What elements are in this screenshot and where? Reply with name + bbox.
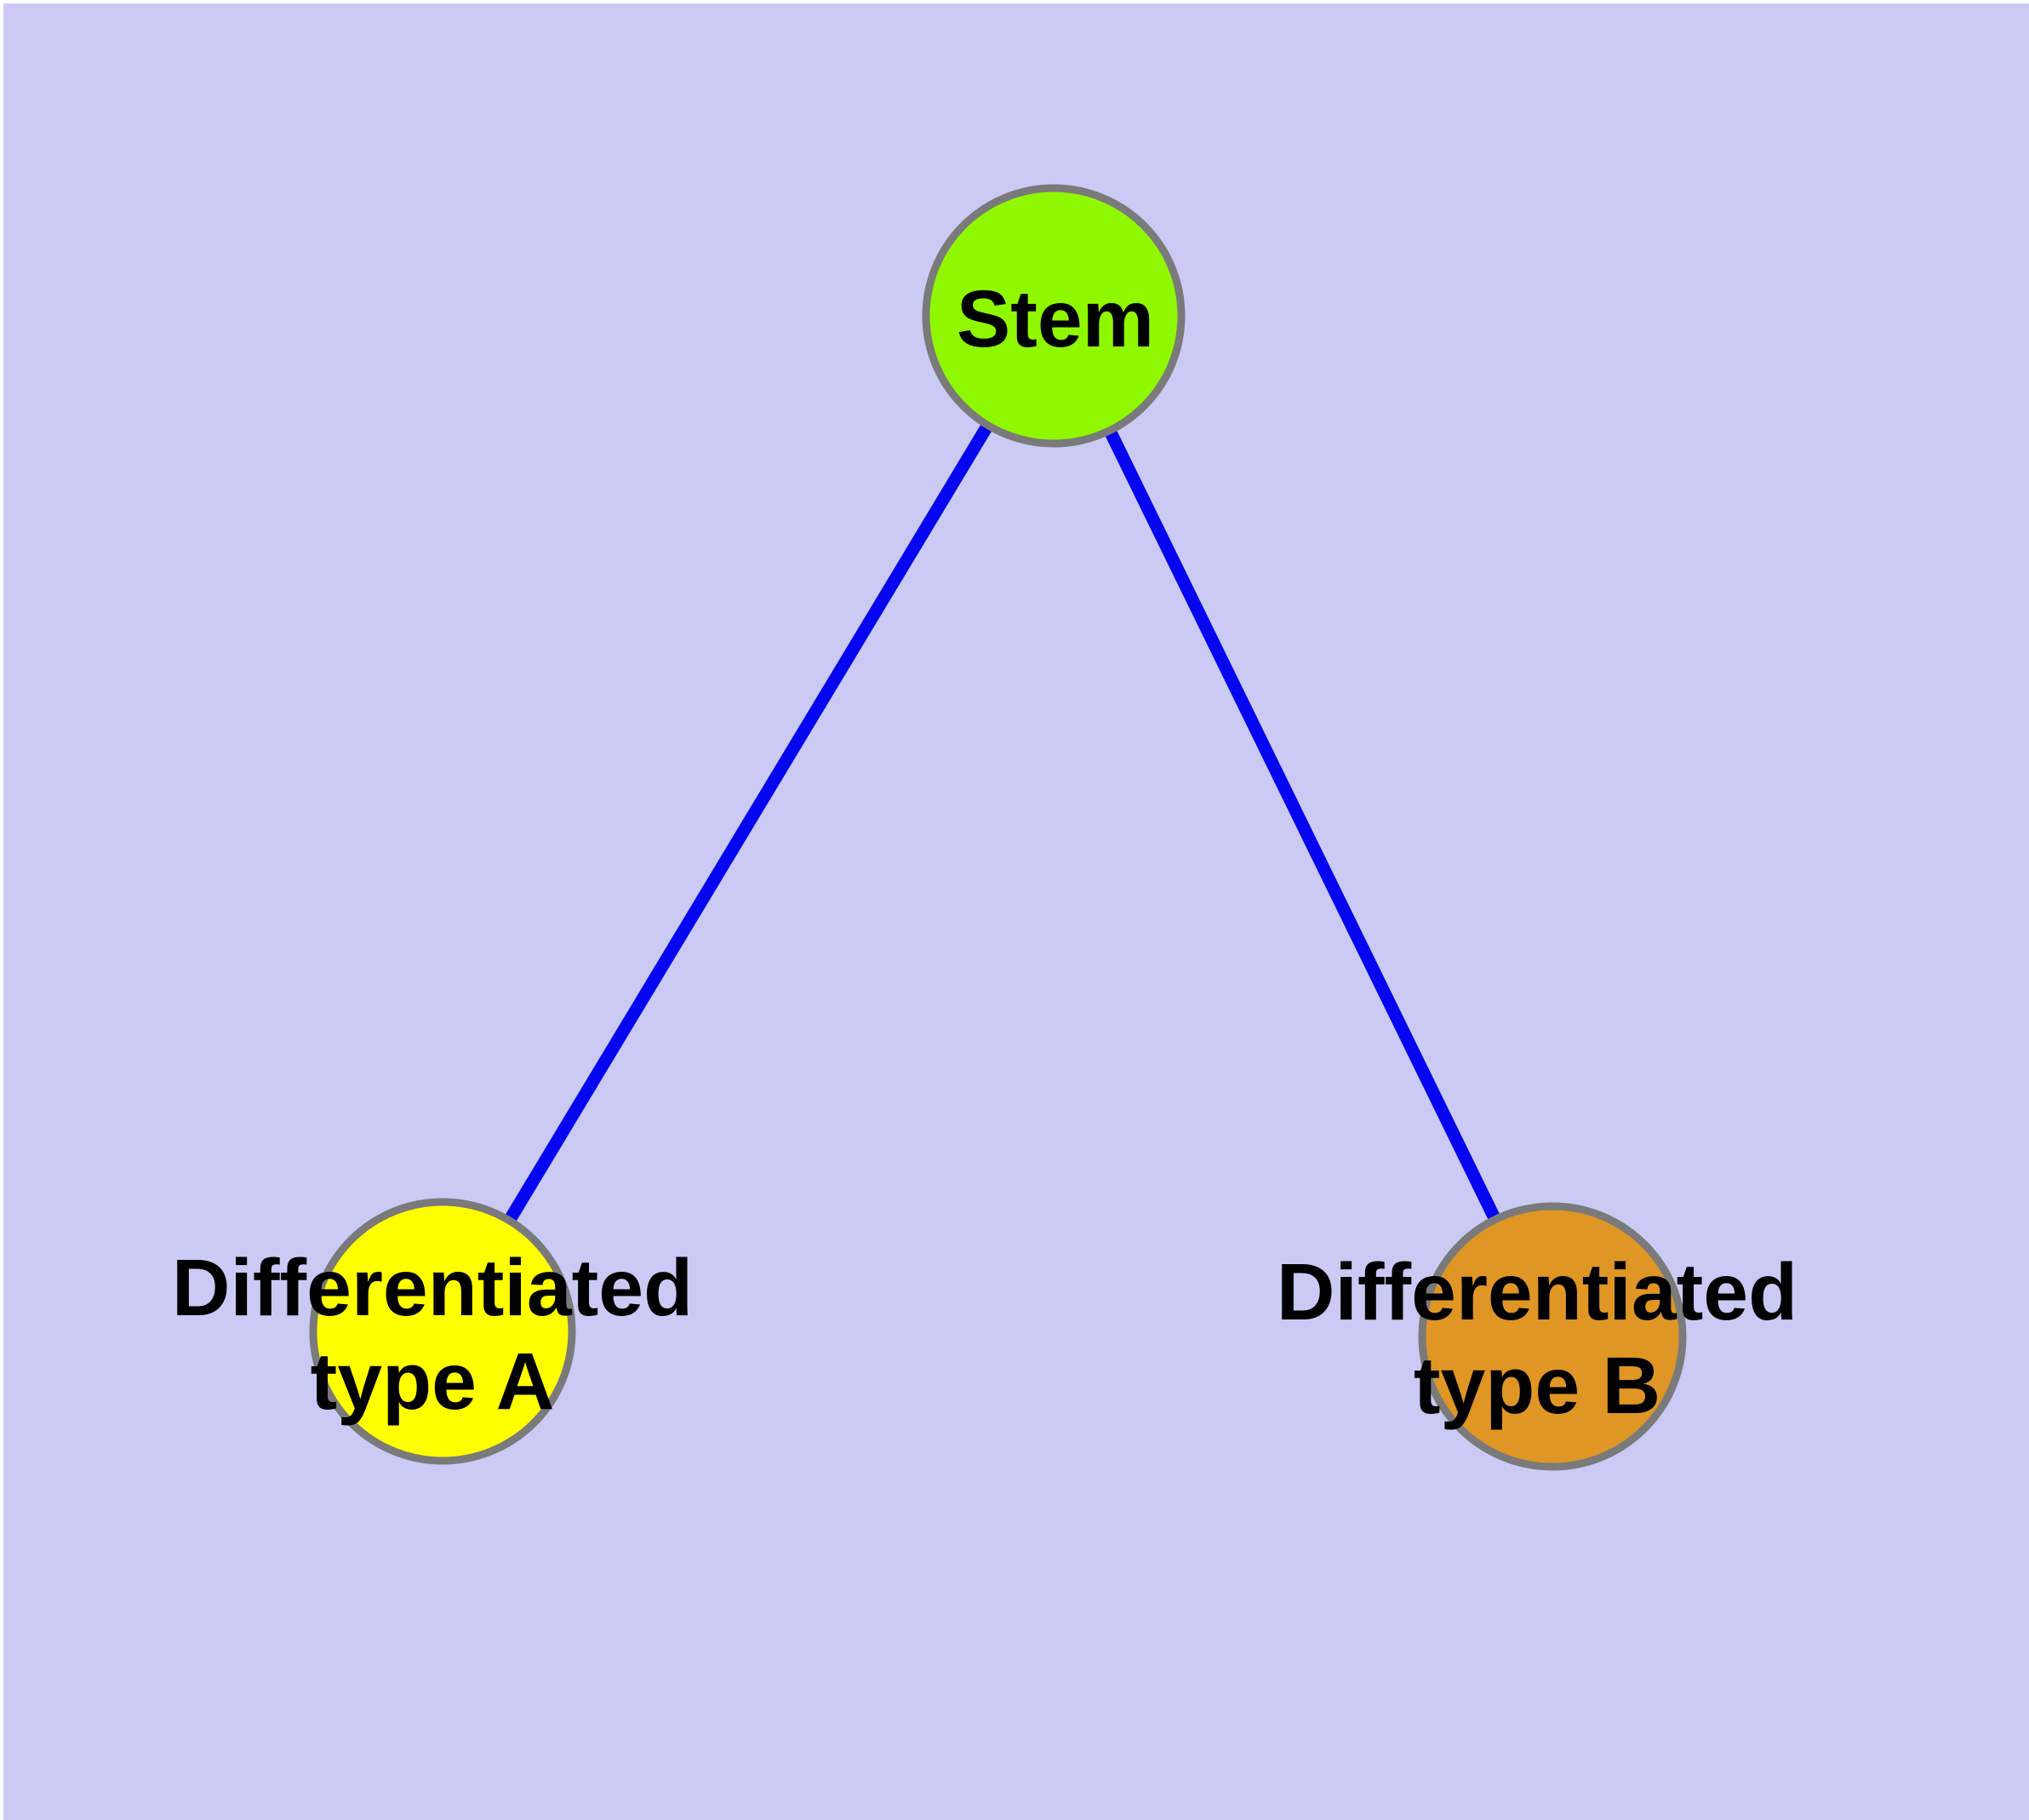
node-differentiated-type-a (309, 1198, 576, 1465)
node-stem (922, 184, 1186, 448)
edge-stem-to-type-a (437, 312, 1060, 1335)
node-differentiated-type-b (1418, 1202, 1687, 1471)
edge-stem-to-type-b (1048, 312, 1558, 1340)
